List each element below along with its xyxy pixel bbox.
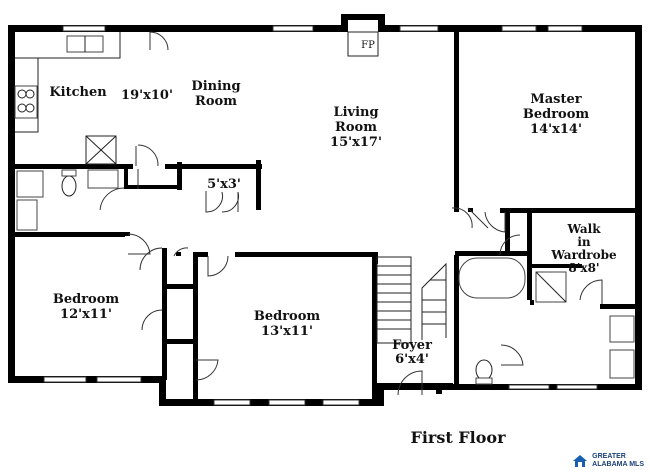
dining-label-line2: Room xyxy=(195,94,237,109)
living-size: 15'x17' xyxy=(330,135,382,150)
floor-title: First Floor xyxy=(410,428,506,447)
brand-logo: GREATER ALABAMA MLS xyxy=(572,453,644,469)
bedroom-left-size: 12'x11' xyxy=(60,307,112,322)
living-label-line2: Room xyxy=(335,120,377,135)
walkin-size: 8'x8' xyxy=(568,261,599,275)
bedroom-mid-label: Bedroom xyxy=(254,309,321,324)
interior-walls xyxy=(15,32,635,404)
foyer-label: Foyer xyxy=(392,338,432,353)
foyer-size: 6'x4' xyxy=(395,352,429,367)
kitchen-size: 19'x10' xyxy=(121,88,173,103)
dining-label-line1: Dining xyxy=(191,79,240,94)
windows xyxy=(43,25,598,406)
fireplace: FP xyxy=(341,14,385,57)
master-size: 14'x14' xyxy=(530,122,582,137)
walkin-label-line2: in xyxy=(577,235,591,249)
outer-walls xyxy=(8,25,642,406)
living-label-line1: Living xyxy=(333,105,378,120)
walkin-label-line3: Wardrobe xyxy=(550,248,617,262)
bedroom-left-label: Bedroom xyxy=(53,292,120,307)
doors xyxy=(99,31,603,396)
fireplace-label: FP xyxy=(361,40,375,51)
brand-line2: ALABAMA MLS xyxy=(592,461,644,468)
brand-line1: GREATER xyxy=(592,453,626,460)
bedroom-mid-size: 13'x11' xyxy=(261,324,313,339)
fixtures xyxy=(14,32,635,385)
walkin-label-line1: Walk xyxy=(566,222,601,236)
house-logo-icon xyxy=(573,455,588,467)
master-label-line1: Master xyxy=(530,92,581,107)
closet-size: 5'x3' xyxy=(207,177,241,192)
stairs xyxy=(376,256,447,344)
room-labels: Kitchen 19'x10' Dining Room Living Room … xyxy=(49,79,617,367)
master-label-line2: Bedroom xyxy=(523,107,590,122)
kitchen-label: Kitchen xyxy=(49,85,107,100)
